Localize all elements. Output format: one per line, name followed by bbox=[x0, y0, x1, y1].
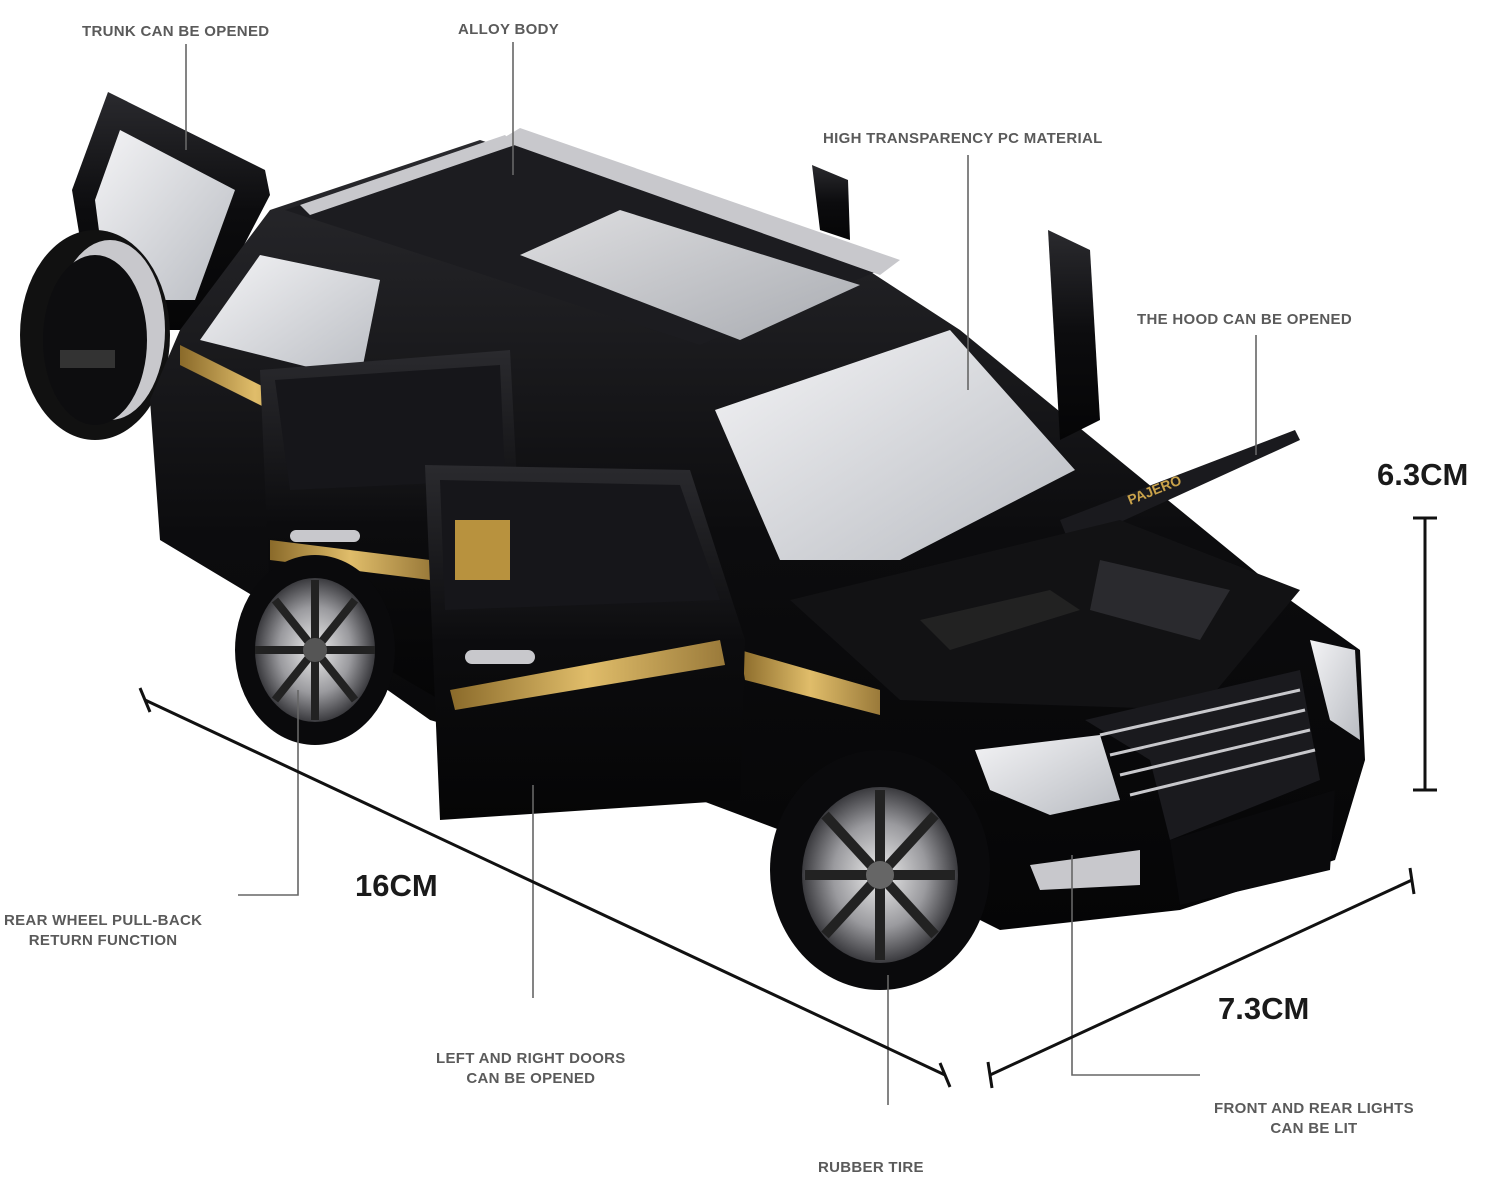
front-grille bbox=[975, 640, 1360, 905]
label-alloy-body: ALLOY BODY bbox=[458, 21, 560, 38]
car-body bbox=[150, 128, 1365, 930]
spare-tire bbox=[20, 230, 170, 440]
label-trunk: TRUNK CAN BE OPENED bbox=[82, 23, 270, 40]
dimension-height: 6.3CM bbox=[1377, 457, 1469, 492]
label-doors-line1: LEFT AND RIGHT DOORS bbox=[436, 1050, 626, 1067]
engine-bay bbox=[790, 520, 1300, 710]
dimension-width: 7.3CM bbox=[1218, 991, 1310, 1026]
label-doors-line2: CAN BE OPENED bbox=[466, 1070, 596, 1087]
label-doors: LEFT AND RIGHT DOORS CAN BE OPENED bbox=[436, 1049, 626, 1089]
label-lights: FRONT AND REAR LIGHTS CAN BE LIT bbox=[1214, 1099, 1414, 1139]
leader-lines bbox=[185, 42, 1257, 1105]
label-pc-material: HIGH TRANSPARENCY PC MATERIAL bbox=[823, 130, 1103, 147]
label-hood: THE HOOD CAN BE OPENED bbox=[1137, 311, 1352, 328]
rear-wheel bbox=[235, 555, 395, 745]
dimension-length: 16CM bbox=[355, 868, 438, 903]
label-pullback-line2: RETURN FUNCTION bbox=[28, 932, 178, 949]
label-pullback: REAR WHEEL PULL-BACK RETURN FUNCTION bbox=[4, 911, 202, 951]
front-wheel bbox=[770, 750, 990, 990]
front-door bbox=[425, 465, 745, 820]
dimension-lines bbox=[138, 516, 1437, 1089]
label-pullback-line1: REAR WHEEL PULL-BACK bbox=[4, 912, 203, 929]
label-lights-line2: CAN BE LIT bbox=[1270, 1120, 1358, 1137]
label-lights-line1: FRONT AND REAR LIGHTS bbox=[1214, 1100, 1414, 1117]
label-rubber-tire: RUBBER TIRE bbox=[818, 1159, 924, 1176]
